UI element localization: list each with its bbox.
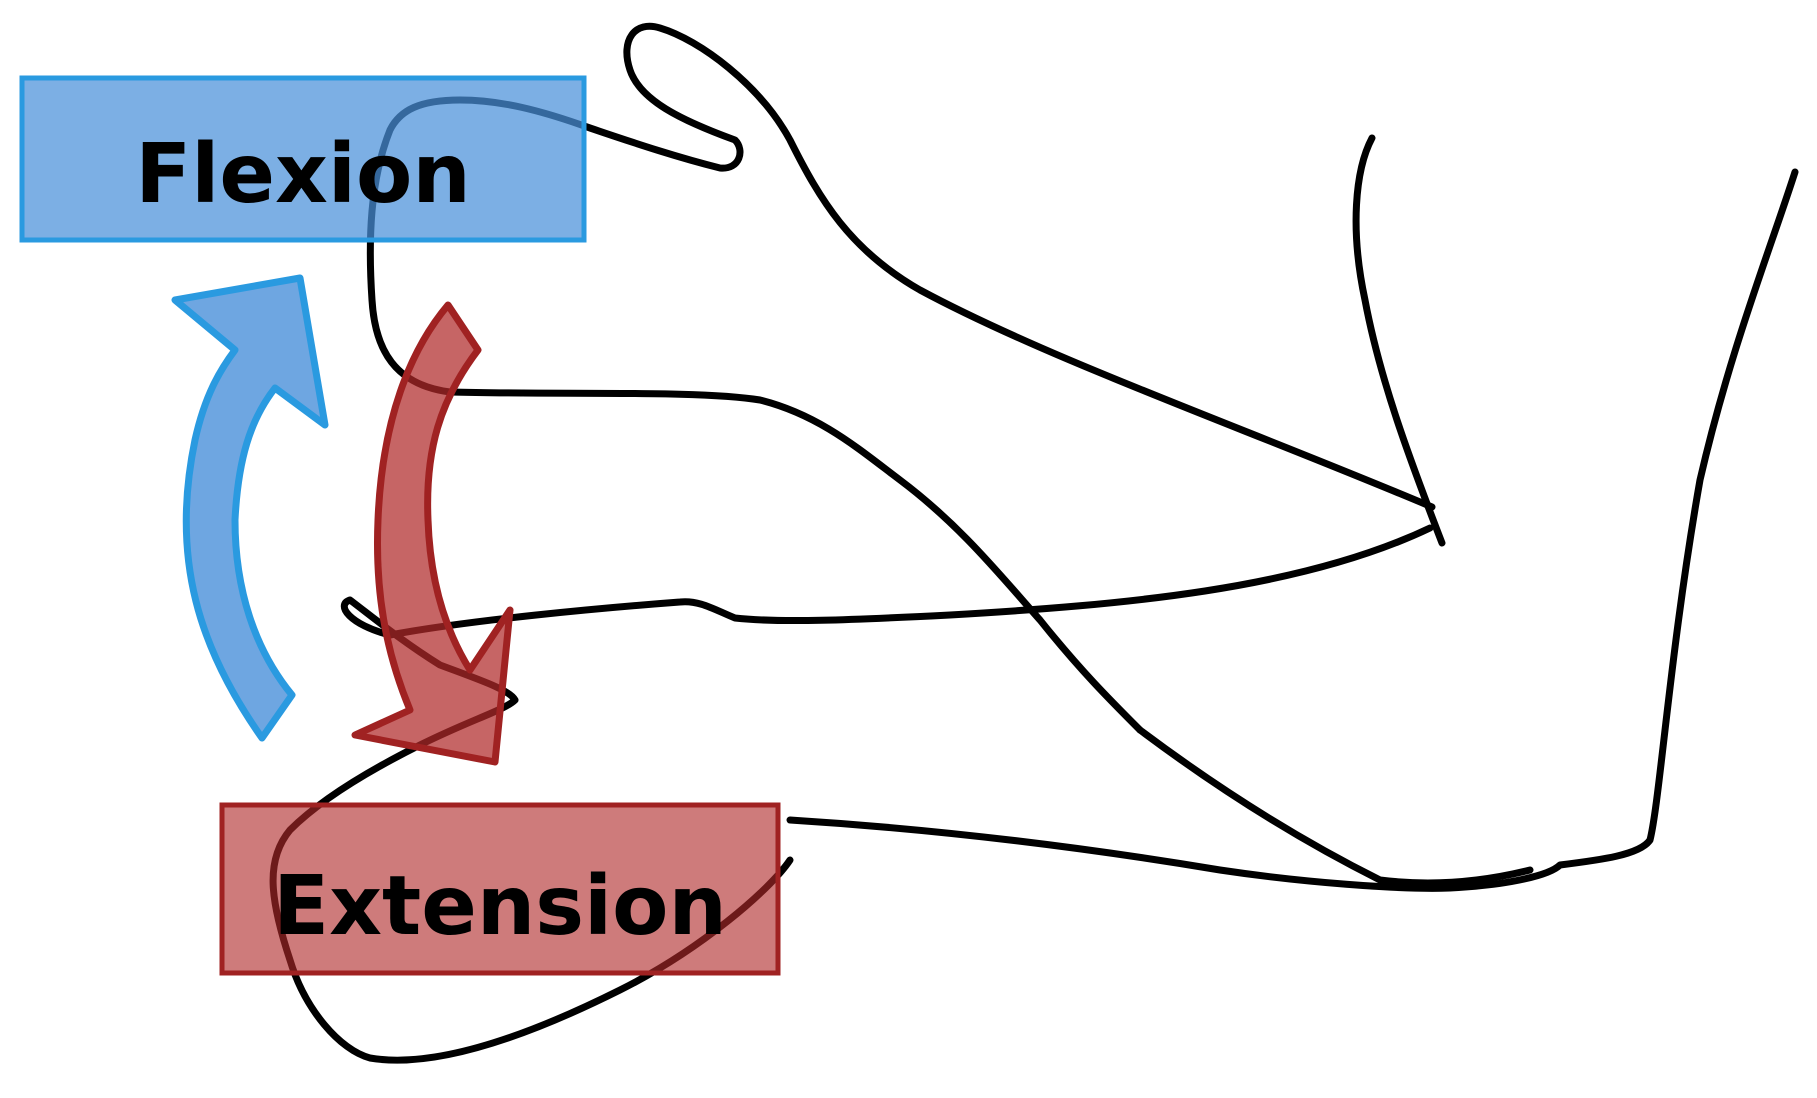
- flexed-forearm-bottom: [386, 524, 1434, 639]
- extension-arrow: [351, 301, 514, 766]
- extended-wrist-crease: [1136, 726, 1534, 887]
- flexion-label-text: Flexion: [135, 127, 470, 222]
- flexion-label: Flexion: [19, 75, 587, 243]
- flexed-forearm-line: [1352, 134, 1446, 547]
- extended-hand-lower-edge: [786, 168, 1799, 892]
- flexed-hand-lower-edge: [446, 388, 1144, 734]
- extension-label-text: Extension: [273, 859, 727, 954]
- flexion-label-box: [19, 75, 587, 243]
- extension-label: Extension: [219, 802, 781, 976]
- extension-label-box: [219, 802, 781, 976]
- flexion-arrow: [171, 274, 329, 742]
